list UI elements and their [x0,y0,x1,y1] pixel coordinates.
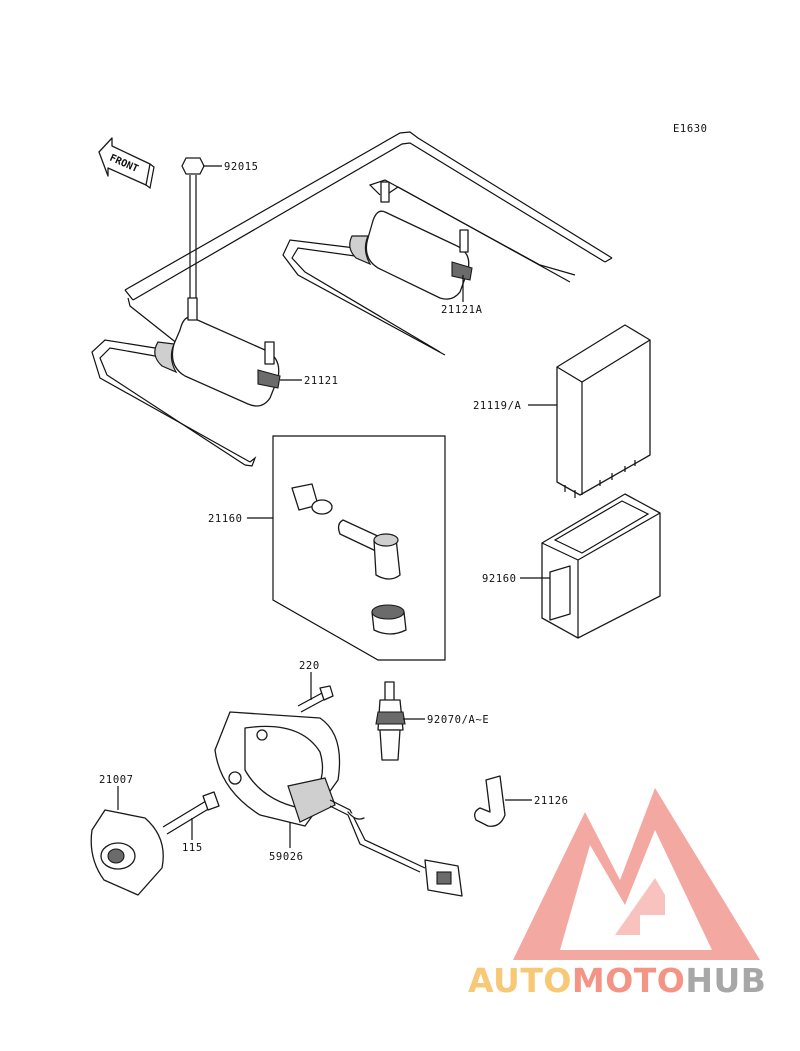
plug-cap-box-21160 [272,435,446,661]
watermark-triangle-mark [513,788,760,960]
callout-21121a: 21121A [441,304,483,316]
callout-21160: 21160 [208,513,243,525]
igniter-case-92160 [541,493,661,639]
callout-59026: 59026 [269,851,304,863]
watermark-moto: MOTO [572,961,685,1000]
callout-leaders [117,165,557,848]
spark-plug-92070 [375,681,406,761]
callout-21126: 21126 [534,795,569,807]
clamp-21126 [474,775,506,827]
callout-21007: 21007 [99,774,134,786]
callout-92070: 92070/A~E [427,714,489,726]
callout-115: 115 [182,842,203,854]
callout-21121: 21121 [304,375,339,387]
ic-igniter-21119a [556,324,651,498]
bolt-92015 [181,157,205,300]
watermark-auto: AUTO [468,961,572,1000]
callout-92160: 92160 [482,573,517,585]
pickup-coil-59026 [214,711,463,897]
watermark-text: AUTOMOTOHUB [468,961,766,1000]
watermark-hub: HUB [685,961,766,1000]
front-arrow: FRONT [98,137,155,190]
bolt-115 [162,791,220,835]
watermark-logo: AUTOMOTOHUB [468,788,766,1000]
callout-92015: 92015 [224,161,259,173]
callout-220: 220 [299,660,320,672]
diagram-code: E1630 [673,123,708,135]
bolt-220 [297,685,334,713]
timing-rotor-21007 [90,809,164,896]
callout-labels: 92015 21121A 21121 21119/A 21160 92160 2… [99,161,569,863]
ignition-coil-21121 [91,297,281,467]
ignition-lead-rear [124,131,613,353]
callout-21119a: 21119/A [473,400,522,412]
ignition-coil-21121a [282,179,576,356]
